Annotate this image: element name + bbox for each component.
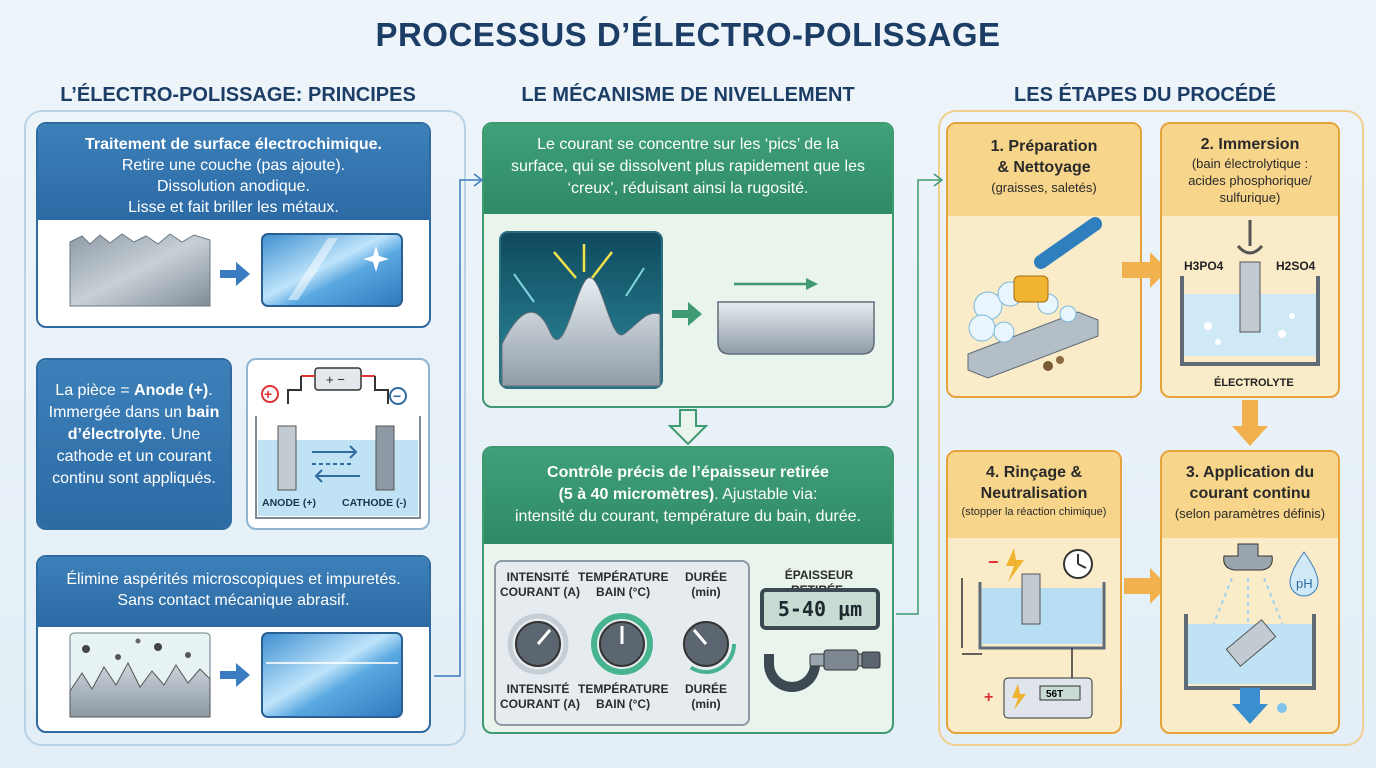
control-panel: INTENSITÉ COURANT (A) TEMPÉRATURE BAIN (… (494, 560, 750, 726)
cleaning-brush-illustration (967, 217, 1103, 379)
acid-2-label: H2SO4 (1276, 259, 1316, 273)
knob-label-temperature: TEMPÉRATURE BAIN (°C) (578, 682, 669, 711)
connector-arrow (434, 173, 484, 677)
principle-card-surface-header: Traitement de surface électrochimique. R… (38, 124, 429, 220)
impurities-line: Sans contact mécanique abrasif. (117, 592, 350, 609)
step-1-subtitle: (graisses, saletés) (991, 180, 1097, 195)
current-knob[interactable] (507, 613, 569, 675)
step-4-card: 4. Rinçage & Neutralisation (stopper la … (946, 450, 1122, 734)
control-heading: Contrôle précis de l’épaisseur retirée (547, 464, 829, 481)
battery-icon (314, 367, 362, 391)
principle-card-impurities: Élimine aspérités microscopiques et impu… (36, 555, 431, 733)
principles-frame (24, 110, 466, 746)
principle-line: Dissolution anodique. (157, 178, 310, 195)
rough-metal-sample (69, 233, 211, 307)
cathode-electrode (375, 425, 395, 491)
principle-line: Lisse et fait briller les métaux. (128, 199, 339, 216)
step-2-title: 2. Immersion (1200, 136, 1300, 153)
principle-card-surface: Traitement de surface électrochimique. R… (36, 122, 431, 328)
leveling-text: Le courant se concentre sur les ‘pics’ d… (484, 124, 892, 214)
sparkle-icon (363, 246, 389, 272)
immersed-part (1239, 261, 1261, 333)
arrow-icon (220, 262, 250, 286)
leveled-surface (717, 301, 875, 355)
anode-text: . Immergée dans un (48, 382, 213, 421)
knob-label-duration: DURÉE (min) (684, 570, 727, 599)
anode-electrode (277, 425, 297, 491)
knob-label-current: INTENSITÉ COURANT (A) (500, 570, 580, 599)
step-4-subtitle: (stopper la réaction chimique) (961, 506, 1107, 518)
step-1-card: 1. Préparation & Nettoyage (graisses, sa… (946, 122, 1142, 398)
svg-text:−: − (393, 388, 401, 404)
step-2-subtitle: (bain électrolytique : acides phosphoriq… (1188, 156, 1312, 205)
negative-terminal-icon (389, 387, 407, 405)
electrolysis-cell-diagram: + − + − ANODE (+) CATHODE (-) (246, 358, 430, 530)
thickness-display: 5-40 µm (760, 588, 880, 630)
knob-label-current: INTENSITÉ COURANT (A) (500, 682, 580, 711)
control-range: (5 à 40 micromètres) (558, 486, 715, 503)
control-params: intensité du courant, température du bai… (515, 508, 861, 525)
impurities-line: Élimine aspérités microscopiques et impu… (66, 571, 401, 588)
temperature-knob[interactable] (591, 613, 653, 675)
cathode-label: CATHODE (-) (342, 497, 407, 509)
svg-text:+: + (984, 689, 993, 706)
arrow-icon (672, 302, 702, 326)
rinsing-illustration: pH (1184, 543, 1319, 724)
svg-text:56T: 56T (1046, 689, 1063, 700)
connector-arrow (896, 173, 944, 615)
steps-frame (938, 110, 1364, 746)
step-2-card: 2. Immersion (bain électrolytique : acid… (1160, 122, 1340, 398)
step-3-card: 3. Application du courant continu (selon… (1160, 450, 1340, 734)
water-drop-icon (1289, 551, 1319, 597)
anode-label: ANODE (+) (262, 497, 316, 509)
column-title-mechanism: LE MÉCANISME DE NIVELLEMENT (521, 84, 855, 106)
thickness-control-card: Contrôle précis de l’épaisseur retirée (… (482, 446, 894, 734)
principle-card-anode: La pièce = Anode (+). Immergée dans un b… (36, 358, 232, 530)
impurities-removal-illustration (69, 632, 403, 718)
step-arrow-icon (1232, 400, 1268, 446)
current-arrow-icon (553, 244, 613, 279)
column-title-steps: LES ÉTAPES DU PROCÉDÉ (1014, 84, 1276, 106)
svg-text:−: − (988, 552, 999, 572)
step-arrow-icon (1122, 252, 1168, 288)
rinsed-part (1225, 619, 1277, 667)
electrolyte-label: ÉLECTROLYTE (1214, 376, 1294, 389)
rough-surface (69, 661, 211, 718)
micrometer-icon (764, 649, 881, 692)
down-arrow-icon (668, 409, 708, 446)
smooth-surface (261, 632, 403, 718)
step-3-subtitle: (selon paramètres définis) (1174, 506, 1326, 521)
anode-text: . Une cathode et un courant continu sont… (52, 426, 216, 487)
control-adjust: . Ajustable via: (714, 486, 818, 503)
duration-knob[interactable] (676, 614, 736, 674)
arrow-icon (220, 663, 250, 687)
svg-text:+ −: + − (326, 372, 345, 387)
current-application-illustration: − 56T + (961, 548, 1106, 719)
immersion-bath-illustration: H3PO4 H2SO4 ÉLECTROLYTE (1180, 220, 1320, 389)
principle-heading: Traitement de surface électrochimique. (85, 136, 382, 153)
knob-label-temperature: TEMPÉRATURE BAIN (°C) (578, 570, 669, 599)
lightning-icon (1006, 548, 1024, 582)
brush-handle (1033, 217, 1103, 269)
step-4-title: 4. Rinçage & Neutralisation (980, 464, 1088, 502)
step-arrow-icon (1124, 568, 1168, 604)
shower-head-icon (1223, 543, 1273, 571)
peak-dissolution-illustration (499, 231, 875, 389)
leveling-mechanism-card: Le courant se concentre sur les ‘pics’ d… (482, 122, 894, 408)
electrolyte-highlight: bain d’électrolyte (67, 404, 220, 443)
rough-peaks (501, 277, 661, 387)
svg-text:+: + (264, 386, 272, 402)
step-1-title: 1. Préparation & Nettoyage (990, 138, 1098, 176)
acid-1-label: H3PO4 (1184, 259, 1224, 273)
anode-highlight: Anode (+) (134, 382, 209, 399)
knob-label-duration: DURÉE (min) (684, 682, 727, 711)
rough-to-shiny-illustration (69, 233, 403, 307)
column-title-principles: L’ÉLECTRO-POLISSAGE: PRINCIPES (60, 84, 416, 106)
ph-label: pH (1296, 576, 1313, 591)
principle-line: Retire une couche (pas ajoute). (121, 157, 346, 174)
positive-terminal-icon (261, 385, 279, 403)
page-title: PROCESSUS D’ÉLECTRO-POLISSAGE (375, 16, 1001, 53)
step-3-title: 3. Application du courant continu (1185, 464, 1315, 502)
anode-text: La pièce = (55, 382, 135, 399)
